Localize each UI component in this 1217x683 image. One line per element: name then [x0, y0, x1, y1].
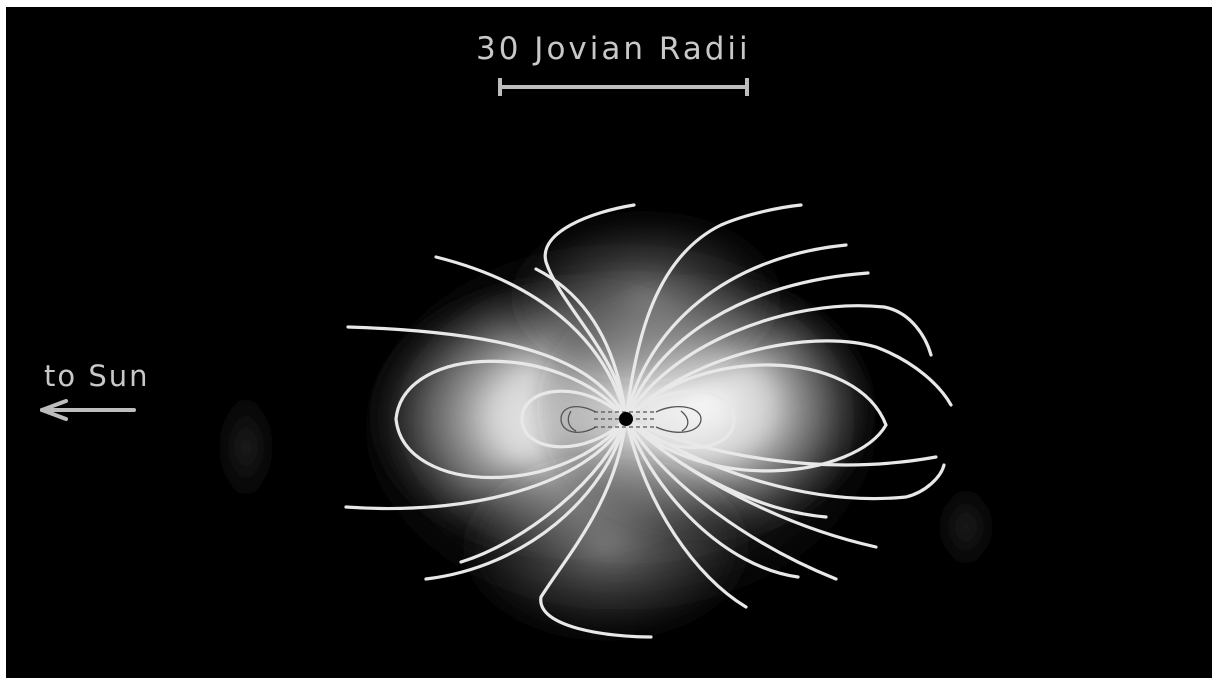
- sun-direction-label: to Sun: [44, 359, 150, 393]
- field-line: [543, 203, 636, 421]
- field-line: [624, 304, 933, 421]
- field-line: [624, 417, 838, 581]
- field-line: [624, 203, 803, 421]
- field-line: [434, 255, 628, 421]
- field-line: [346, 325, 628, 421]
- left-arrow-icon: [40, 399, 136, 421]
- field-line: [624, 417, 946, 501]
- field-line: [624, 271, 870, 421]
- scale-bar: [498, 78, 749, 96]
- scale-bar-label: 30 Jovian Radii: [476, 31, 751, 67]
- field-lines: [344, 203, 953, 639]
- magnetosphere-diagram: [40, 78, 1006, 662]
- field-line: [624, 417, 828, 519]
- field-line: [459, 417, 628, 564]
- emission-glow: [206, 172, 1006, 662]
- io-torus: [560, 406, 702, 433]
- magnetosphere-figure: 30 Jovian Radii to Sun: [6, 7, 1212, 678]
- field-line: [624, 417, 800, 579]
- field-line: [424, 417, 628, 581]
- field-line: [394, 359, 628, 479]
- field-line: [624, 417, 748, 609]
- field-line: [344, 417, 628, 511]
- field-line: [624, 243, 848, 421]
- field-line: [624, 417, 938, 467]
- field-line: [520, 389, 628, 449]
- field-line: [539, 417, 653, 639]
- field-line: [624, 339, 953, 421]
- jupiter-planet: [619, 412, 633, 426]
